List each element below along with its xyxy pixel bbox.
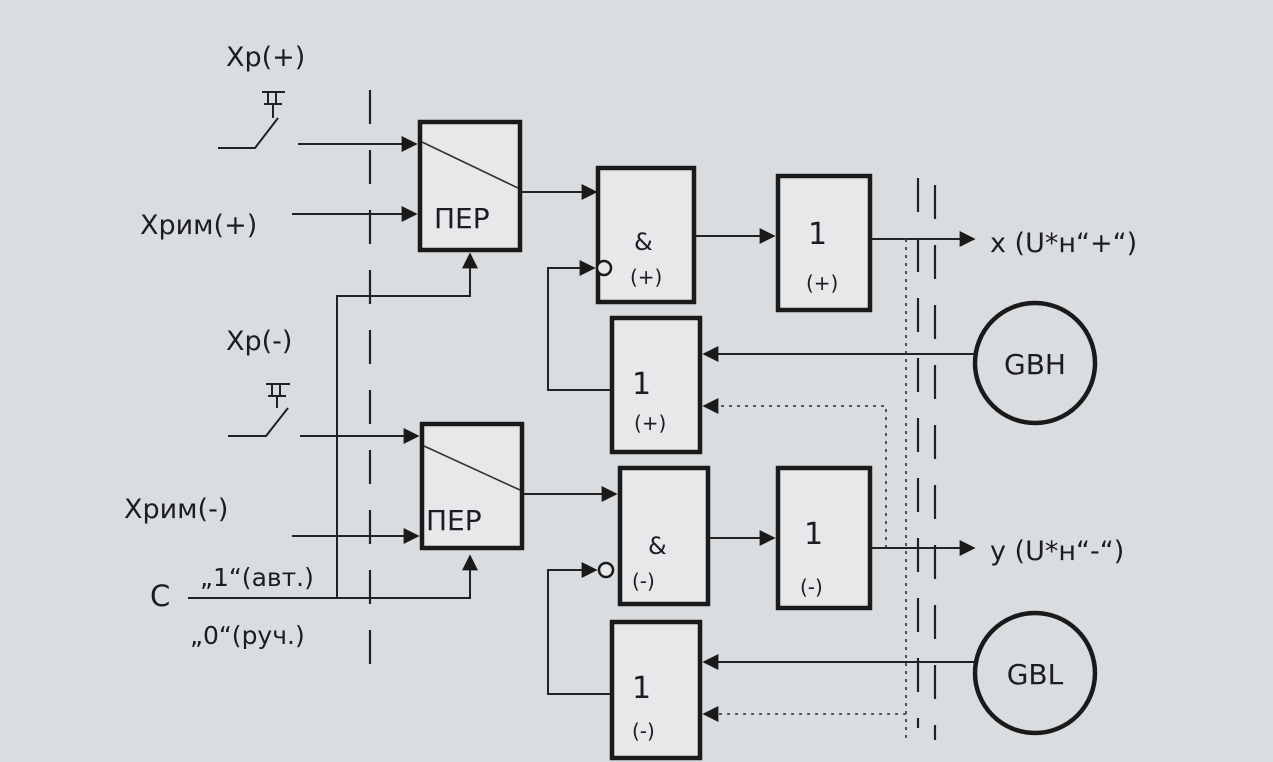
gbl-label: GBL bbox=[1007, 658, 1064, 691]
switch-icon-plus bbox=[218, 91, 285, 149]
label-c: C bbox=[150, 579, 170, 613]
label-auto-mode: „1“(авт.) bbox=[200, 563, 314, 592]
separator-lines bbox=[368, 90, 937, 740]
wire-control-upper bbox=[336, 252, 478, 300]
wire-feedback-plus bbox=[547, 260, 612, 391]
per-block-upper bbox=[417, 119, 523, 253]
or-block-output-plus bbox=[775, 173, 873, 313]
per-lower-label: ПЕР bbox=[426, 504, 482, 537]
or-out-plus-symbol: 1 bbox=[808, 217, 827, 252]
or-block-feedback-minus bbox=[609, 619, 703, 761]
per-upper-label: ПЕР bbox=[434, 202, 490, 235]
or-fb-plus-symbol: 1 bbox=[632, 367, 651, 402]
or-out-minus-sub: (-) bbox=[800, 575, 823, 599]
and-plus-symbol: & bbox=[634, 228, 653, 256]
or-out-plus-sub: (+) bbox=[806, 271, 838, 295]
per-upper-diagonal bbox=[421, 141, 519, 189]
gbl-generator bbox=[972, 610, 1098, 736]
inversion-circle-minus bbox=[597, 561, 615, 579]
wire-control-c bbox=[188, 554, 478, 599]
label-manual-mode: „0“(руч.) bbox=[190, 621, 305, 650]
gbh-generator bbox=[972, 300, 1098, 426]
label-xrim-plus: Xрим(+) bbox=[140, 210, 257, 241]
wire-feedback-minus bbox=[547, 562, 612, 695]
label-xp-plus: Xp(+) bbox=[226, 42, 305, 73]
output-y-label: y (U*н“-“) bbox=[990, 536, 1124, 567]
per-block-lower bbox=[419, 421, 525, 551]
and-minus-symbol: & bbox=[648, 532, 667, 560]
inversion-circle-plus bbox=[595, 259, 613, 277]
and-minus-sub: (-) bbox=[632, 569, 655, 593]
output-x-label: x (U*н“+“) bbox=[990, 228, 1137, 259]
and-plus-sub: (+) bbox=[630, 265, 662, 289]
gbh-label: GBH bbox=[1004, 348, 1066, 381]
or-block-output-minus bbox=[775, 465, 873, 611]
per-lower-diagonal bbox=[423, 445, 521, 491]
label-xp-minus: Xp(-) bbox=[226, 326, 292, 357]
and-block-minus bbox=[617, 465, 711, 607]
label-xrim-minus: Xрим(-) bbox=[124, 494, 228, 525]
switch-icon-minus bbox=[228, 383, 290, 437]
or-out-minus-symbol: 1 bbox=[804, 517, 823, 552]
and-block-plus bbox=[595, 165, 697, 305]
or-fb-minus-sub: (-) bbox=[632, 719, 655, 743]
or-fb-minus-symbol: 1 bbox=[632, 671, 651, 706]
or-block-feedback-plus bbox=[609, 315, 703, 455]
or-fb-plus-sub: (+) bbox=[634, 411, 666, 435]
